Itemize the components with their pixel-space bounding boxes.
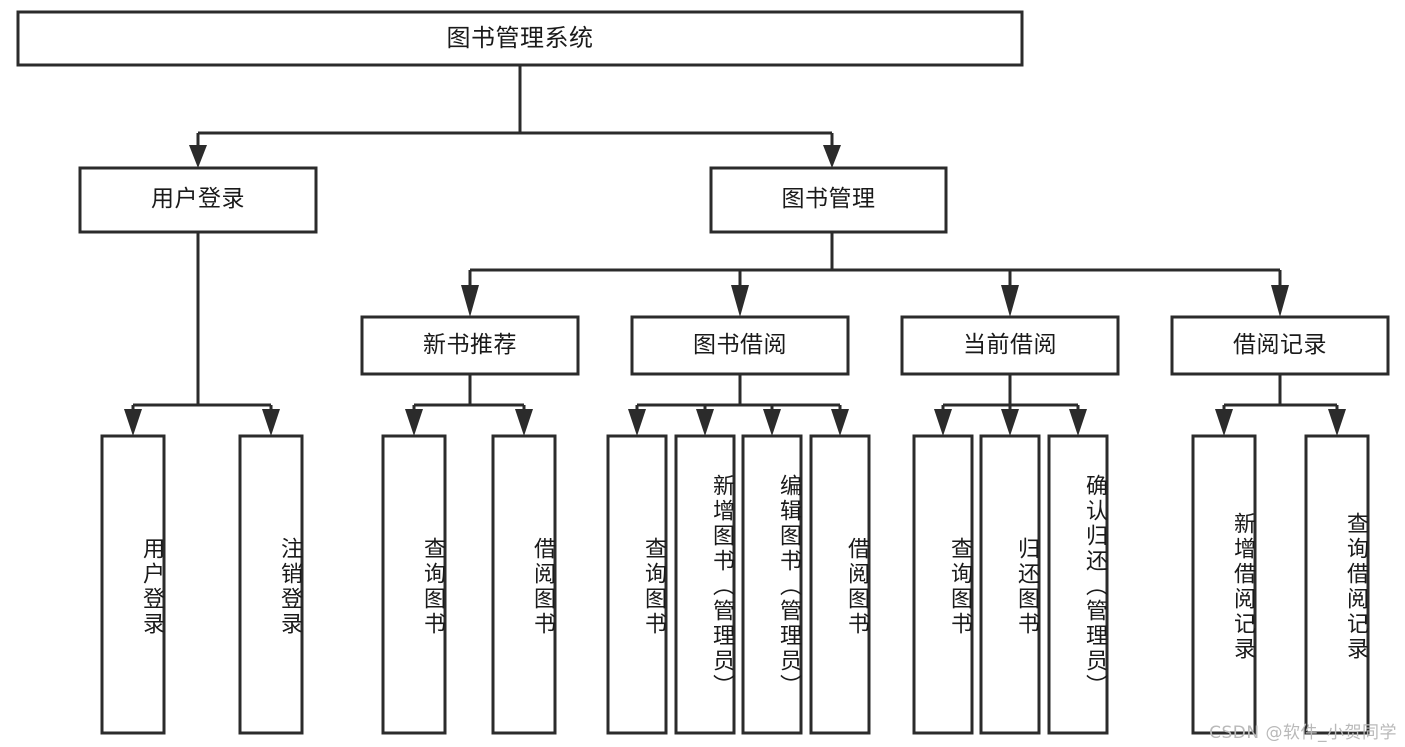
arrowhead-leaf-user-login — [124, 409, 142, 436]
arrowhead-leaf-add-book — [696, 409, 714, 436]
arrowhead-leaf-edit-book — [763, 409, 781, 436]
node-box-new-book-recommend[interactable] — [360, 315, 580, 376]
node-box-leaf-query-book-2[interactable] — [606, 434, 668, 735]
node-box-leaf-user-login[interactable] — [100, 434, 166, 735]
arrowhead-to-login — [189, 145, 207, 168]
arrowhead-leaf-query-record — [1328, 409, 1346, 436]
connector-group-current — [934, 374, 1087, 436]
node-box-leaf-logout[interactable] — [238, 434, 304, 735]
arrowhead-to-current — [1001, 285, 1019, 317]
node-box-leaf-return-book[interactable] — [979, 434, 1041, 735]
csdn-watermark: CSDN @软件_小贺同学 — [1209, 723, 1397, 743]
arrowhead-leaf-logout — [262, 409, 280, 436]
node-box-root[interactable] — [16, 10, 1024, 67]
arrowhead-leaf-return-book — [1001, 409, 1019, 436]
arrowhead-leaf-borrow-book-2 — [831, 409, 849, 436]
node-box-leaf-confirm-return[interactable] — [1047, 434, 1109, 735]
connector-group-bookmgmt — [461, 232, 1289, 317]
arrowhead-to-borrow — [731, 285, 749, 317]
connector-group-root — [189, 65, 841, 168]
node-box-user-login[interactable] — [78, 166, 318, 234]
node-box-borrow-record[interactable] — [1170, 315, 1390, 376]
arrowhead-to-bookmgmt — [823, 145, 841, 168]
node-box-leaf-add-book[interactable] — [674, 434, 736, 735]
node-box-leaf-add-record[interactable] — [1191, 434, 1257, 735]
node-box-leaf-query-book-1[interactable] — [381, 434, 447, 735]
node-box-book-borrow[interactable] — [630, 315, 850, 376]
node-box-leaf-borrow-book-1[interactable] — [491, 434, 557, 735]
arrowhead-leaf-borrow-book-1 — [515, 409, 533, 436]
node-box-leaf-query-record[interactable] — [1304, 434, 1370, 735]
arrowhead-leaf-confirm-return — [1069, 409, 1087, 436]
connector-group-borrow — [628, 374, 849, 436]
node-box-leaf-edit-book[interactable] — [741, 434, 803, 735]
connector-group-newbook — [405, 374, 533, 436]
connector-group-record — [1215, 374, 1346, 436]
arrowhead-leaf-add-record — [1215, 409, 1233, 436]
node-box-current-borrow[interactable] — [900, 315, 1120, 376]
arrowhead-to-record — [1271, 285, 1289, 317]
connector-group-userlogin — [124, 232, 280, 436]
node-box-book-management[interactable] — [709, 166, 948, 234]
arrowhead-leaf-query-book-2 — [628, 409, 646, 436]
node-box-leaf-borrow-book-2[interactable] — [809, 434, 871, 735]
arrowhead-to-newbook — [461, 285, 479, 317]
arrowhead-leaf-query-book-1 — [405, 409, 423, 436]
arrowhead-leaf-query-book-3 — [934, 409, 952, 436]
node-box-leaf-query-book-3[interactable] — [912, 434, 974, 735]
